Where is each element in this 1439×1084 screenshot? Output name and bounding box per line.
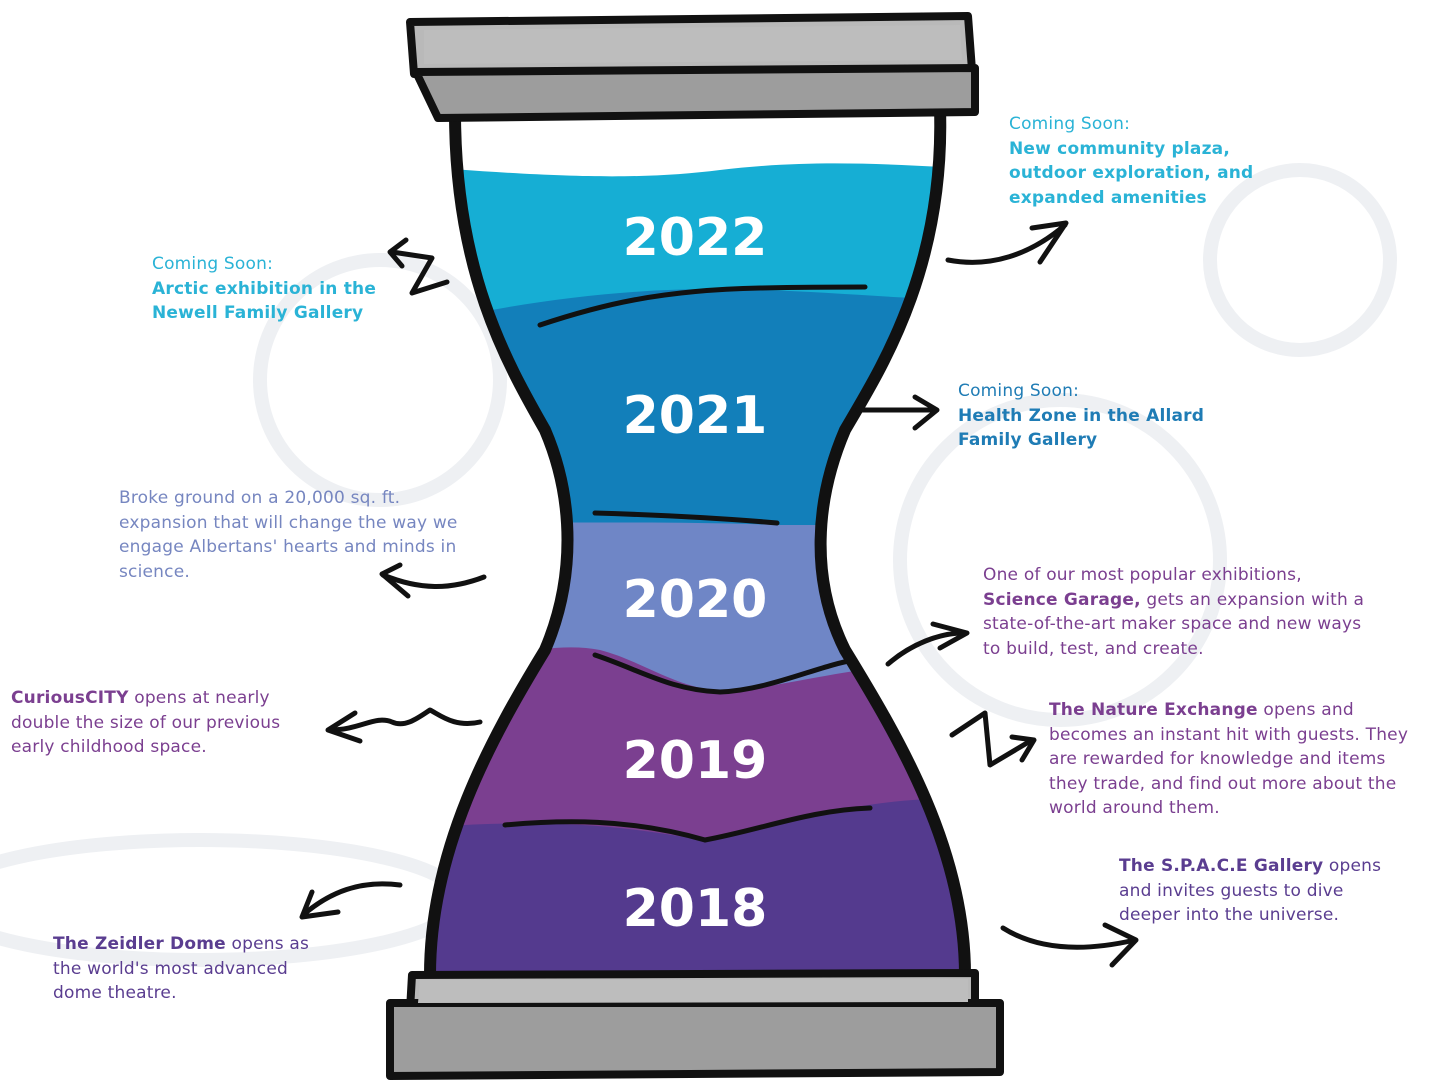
note-body: Health Zone in the Allard Family Gallery	[958, 405, 1205, 451]
arrow-health-right-icon	[855, 394, 940, 431]
note-text-after: opens and invites guests to dive deeper …	[1119, 856, 1382, 925]
band-2018	[430, 798, 965, 975]
note-body: New community plaza, outdoor exploration…	[1009, 138, 1254, 208]
arrow-space-gallery-icon	[1000, 922, 1139, 968]
arrow-curious-city-icon	[325, 707, 483, 744]
arrow-zeidler-dome-icon	[299, 881, 403, 920]
note-highlight: The Zeidler Dome	[53, 934, 226, 954]
note-highlight: The Nature Exchange	[1049, 700, 1258, 720]
glass-outline	[424, 107, 971, 976]
band-dividers	[502, 284, 873, 843]
arrow-arctic-zigzag-icon	[387, 237, 450, 296]
note-zeidler-dome: The Zeidler Dome opens as the world's mo…	[53, 932, 328, 1006]
note-lead: Coming Soon:	[152, 254, 274, 274]
note-lead: Coming Soon:	[1009, 114, 1131, 134]
note-health-zone: Coming Soon: Health Zone in the Allard F…	[958, 379, 1228, 453]
note-highlight: CuriousCITY	[11, 688, 129, 708]
year-2019: 2019	[623, 731, 768, 791]
year-2020: 2020	[623, 570, 768, 630]
year-2022: 2022	[623, 208, 768, 268]
note-lead: Coming Soon:	[958, 381, 1080, 401]
arrow-broke-ground-icon	[379, 562, 487, 599]
arrow-2022-right-icon	[945, 220, 1069, 265]
note-broke-ground: Broke ground on a 20,000 sq. ft. expansi…	[119, 486, 459, 584]
note-body: Broke ground on a 20,000 sq. ft. expansi…	[119, 488, 458, 582]
note-arctic-exhibition: Coming Soon: Arctic exhibition in the Ne…	[152, 252, 412, 326]
note-science-garage: One of our most popular exhibitions, Sci…	[983, 563, 1373, 661]
top-cap	[406, 12, 979, 122]
background-decoration	[0, 163, 1397, 967]
year-2021: 2021	[623, 386, 768, 446]
note-highlight: Science Garage,	[983, 589, 1141, 610]
note-space-gallery: The S.P.A.C.E Gallery opens and invites …	[1119, 854, 1399, 928]
bottom-cap	[386, 969, 1004, 1080]
note-text-after: opens and becomes an instant hit with gu…	[1049, 700, 1409, 818]
arrow-science-garage-icon	[885, 621, 970, 667]
year-labels: 2022 2021 2020 2019 2018	[623, 208, 768, 939]
note-text-before: One of our most popular exhibitions,	[983, 565, 1302, 585]
note-curious-city: CuriousCITY opens at nearly double the s…	[11, 686, 311, 760]
note-body: Arctic exhibition in the Newell Family G…	[152, 278, 377, 324]
note-text-after: opens at nearly double the size of our p…	[11, 688, 281, 757]
year-2018: 2018	[623, 879, 768, 939]
note-2022-plaza: Coming Soon: New community plaza, outdoo…	[1009, 112, 1289, 210]
note-text-after: opens as the world's most advanced dome …	[53, 934, 310, 1003]
arrow-nature-exchange-icon	[949, 710, 1037, 768]
note-nature-exchange: The Nature Exchange opens and becomes an…	[1049, 698, 1429, 821]
note-text-after: gets an expansion with a state-of-the-ar…	[983, 589, 1365, 659]
note-highlight: The S.P.A.C.E Gallery	[1119, 856, 1324, 876]
